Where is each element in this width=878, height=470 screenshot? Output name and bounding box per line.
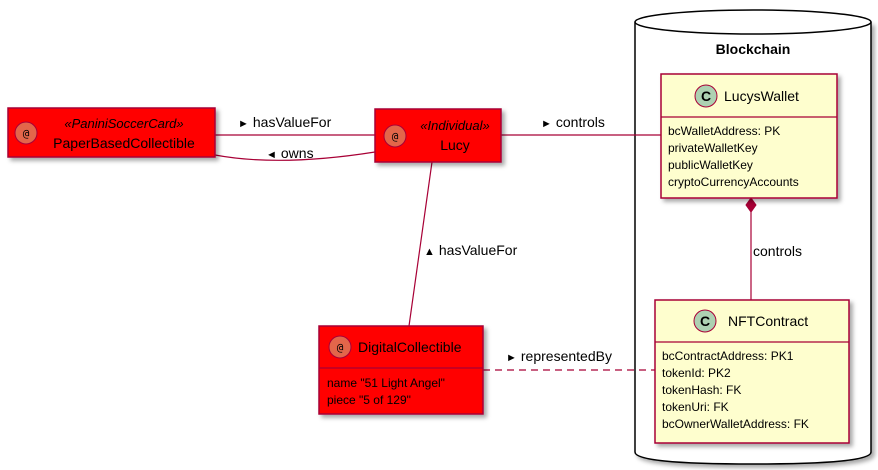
object-icon xyxy=(383,124,407,148)
arrow-right-icon: ► xyxy=(541,118,552,130)
edge-digital-lucy-hasvaluefor[interactable] xyxy=(408,161,433,327)
arrow-right-icon: ► xyxy=(238,118,249,130)
class-field: bcOwnerWalletAddress: FK xyxy=(662,417,809,431)
at-icon: @ xyxy=(337,341,344,354)
class-c-icon: C xyxy=(701,88,711,104)
class-field: tokenId: PK2 xyxy=(662,366,731,380)
arrow-up-icon: ▲ xyxy=(424,246,435,258)
at-icon: @ xyxy=(23,127,30,140)
class-field: tokenUri: FK xyxy=(662,400,729,414)
object-name: DigitalCollectible xyxy=(358,339,462,355)
object-paper-based-collectible[interactable]: @ «PaniniSoccerCard» PaperBasedCollectib… xyxy=(7,107,216,158)
class-name: LucysWallet xyxy=(724,88,799,104)
class-field: privateWalletKey xyxy=(668,141,758,155)
edge-labels: ►hasValueFor ◄owns ►controls ▲hasValueFo… xyxy=(238,114,802,364)
class-lucys-wallet[interactable]: C LucysWallet bcWalletAddress: PK privat… xyxy=(660,73,838,199)
class-icon xyxy=(693,309,717,333)
edges xyxy=(214,134,757,371)
edge-lucy-paper-owns[interactable] xyxy=(214,151,376,161)
object-field: name "51 Light Angel" xyxy=(327,376,445,390)
object-field: piece "5 of 129" xyxy=(327,393,411,407)
object-stereotype: «PaniniSoccerCard» xyxy=(64,116,183,131)
package-title: Blockchain xyxy=(716,41,791,57)
label-lucy-wallet: ►controls xyxy=(541,114,605,130)
object-name: Lucy xyxy=(440,137,470,153)
object-lucy[interactable]: @ «Individual» Lucy xyxy=(374,108,502,163)
object-name: PaperBasedCollectible xyxy=(53,135,195,151)
class-field: tokenHash: FK xyxy=(662,383,741,397)
label-digital-nft: ►representedBy xyxy=(506,348,612,364)
object-icon xyxy=(328,335,352,359)
at-icon: @ xyxy=(392,130,399,143)
class-icon xyxy=(694,84,718,108)
arrow-right-icon: ► xyxy=(506,352,517,364)
class-field: cryptoCurrencyAccounts xyxy=(668,175,799,189)
label-paper-lucy: ►hasValueFor xyxy=(238,114,332,130)
label-digital-lucy: ▲hasValueFor xyxy=(424,242,518,258)
object-digital-collectible[interactable]: @ DigitalCollectible name "51 Light Ange… xyxy=(318,325,484,415)
cylinder-top xyxy=(634,9,872,35)
label-wallet-nft: controls xyxy=(753,243,802,259)
object-stereotype: «Individual» xyxy=(420,118,489,133)
class-name: NFTContract xyxy=(728,313,808,329)
composition-diamond-icon xyxy=(745,197,757,213)
label-lucy-paper: ◄owns xyxy=(266,145,314,161)
class-field: publicWalletKey xyxy=(668,158,753,172)
arrow-left-icon: ◄ xyxy=(266,149,277,161)
class-c-icon: C xyxy=(700,313,710,329)
class-nft-contract[interactable]: C NFTContract bcContractAddress: PK1 tok… xyxy=(654,299,850,444)
class-field: bcContractAddress: PK1 xyxy=(662,349,794,363)
class-field: bcWalletAddress: PK xyxy=(668,124,780,138)
object-icon xyxy=(14,121,38,145)
